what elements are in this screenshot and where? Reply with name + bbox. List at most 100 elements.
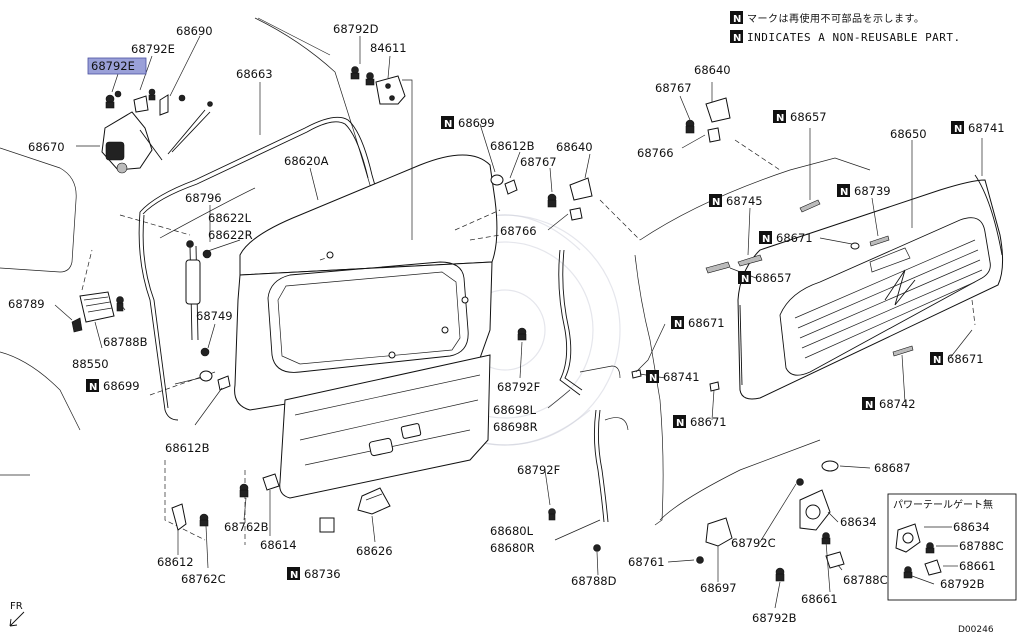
label-68789: 68789 [8,297,45,311]
label-68741-top: 68741 [968,121,1005,135]
n-badge-text: N [89,382,97,393]
front-arrow-icon [9,611,25,627]
inset-label-68792B: 68792B [940,577,985,591]
inset-title: パワーテールゲート無 [893,498,993,511]
label-68761: 68761 [628,555,665,569]
label-68626: 68626 [356,544,393,558]
label-68614: 68614 [260,538,297,552]
leader-lines [54,35,983,609]
label-68766-mid: 68766 [500,224,537,238]
n-badge [671,316,684,329]
n-badge [673,415,686,428]
front-arrow: FR [9,601,25,627]
legend-en-text: INDICATES A NON-REUSABLE PART. [747,31,961,44]
cap-68687 [821,460,839,472]
label-68766-top: 68766 [637,146,674,160]
diagram-code: D00246 [958,625,994,635]
label-68796: 68796 [185,191,222,205]
label-68697: 68697 [700,581,737,595]
label-68741-mid: 68741 [663,370,700,384]
label-68792F-b: 68792F [517,463,560,477]
n-badge [730,30,743,43]
n-badge [738,271,751,284]
label-68792E-highlighted[interactable]: 68792E [91,59,135,73]
label-68792E: 68792E [131,42,175,56]
highlight-box [87,57,147,75]
label-84611: 84611 [370,41,407,55]
label-68739: 68739 [854,184,891,198]
label-68792B: 68792B [752,611,797,625]
label-68650: 68650 [890,127,927,141]
label-68699-bottom: 68699 [103,379,140,393]
label-68663: 68663 [236,67,273,81]
label-68612B-top: 68612B [490,139,535,153]
hinge-68640-top [685,97,731,143]
label-68661: 68661 [801,592,838,606]
n-badge-text: N [676,418,684,429]
label-68762B: 68762B [224,520,269,534]
label-68690: 68690 [176,24,213,38]
n-badge-text: N [290,570,298,581]
n-badge [759,231,772,244]
label-68745: 68745 [726,194,763,208]
n-badge-text: N [762,234,770,245]
label-68792D: 68792D [333,22,379,36]
n-badge [730,11,743,24]
bolt-68792D [350,66,375,86]
label-68767-top: 68767 [655,81,692,95]
moldings-68657-68745 [631,199,914,392]
label-68742: 68742 [879,397,916,411]
label-68671-d: 68671 [947,352,984,366]
label-88550: 88550 [72,357,109,371]
n-badge [646,370,659,383]
hinge-84611 [375,75,413,240]
label-68699-top: 68699 [458,116,495,130]
n-badge-text: N [865,400,873,411]
n-badge-text: N [649,373,657,384]
fr-label: FR [10,601,23,612]
n-badge-text: N [444,119,452,130]
lock-actuator-68670 [101,88,213,174]
label-68687: 68687 [874,461,911,475]
label-68736: 68736 [304,567,341,581]
label-68612: 68612 [157,555,194,569]
n-badge [287,567,300,580]
label-68612B-bottom: 68612B [165,441,210,455]
n-badge-text: N [741,274,749,285]
n-badge-text: N [733,33,741,44]
label-68749: 68749 [196,309,233,323]
n-badge [930,352,943,365]
n-badge-text: N [954,124,962,135]
n-badge [951,121,964,134]
n-badge-text: N [840,187,848,198]
n-badge [773,110,786,123]
inset-label-68788C: 68788C [959,539,1004,553]
tailgate-panel-68620A [234,154,501,499]
label-68671-c: 68671 [690,415,727,429]
label-68767-mid: 68767 [520,155,557,169]
label-68622L: 68622L [208,211,252,225]
label-68788B: 68788B [103,335,148,349]
hinge-68640-mid [547,177,593,221]
label-68680R: 68680R [490,541,535,555]
n-badge-text: N [733,14,741,25]
switch-88550 [71,249,124,333]
label-68622R: 68622R [208,228,253,242]
n-badge-text: N [933,355,941,366]
label-68788D: 68788D [571,574,617,588]
legend: N マークは再使用不可部品を示します。 N INDICATES A NON-RE… [730,11,961,44]
inset-label-68661: 68661 [959,559,996,573]
label-68657-top: 68657 [790,110,827,124]
n-badge-text: N [776,113,784,124]
grommets-bottom [199,370,231,391]
label-68698L: 68698L [493,403,537,417]
label-68698R: 68698R [493,420,538,434]
inset-label-68634: 68634 [953,520,990,534]
n-badge [441,116,454,129]
label-68792C: 68792C [731,536,776,550]
label-68640-top: 68640 [694,63,731,77]
label-68762C: 68762C [181,572,226,586]
label-68620A: 68620A [284,154,329,168]
label-68671-a: 68671 [776,231,813,245]
